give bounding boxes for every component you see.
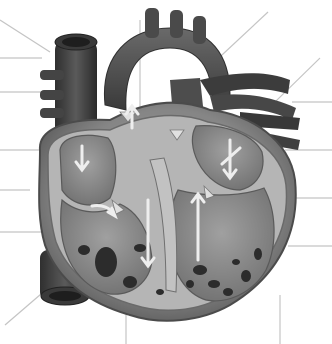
right-pulmonary-vessels <box>40 70 64 118</box>
left-common-carotid-artery <box>170 10 183 38</box>
right-atrium <box>60 135 116 205</box>
left-subclavian-artery <box>193 16 206 44</box>
brachiocephalic-artery <box>145 8 159 38</box>
leader-line <box>0 20 50 52</box>
